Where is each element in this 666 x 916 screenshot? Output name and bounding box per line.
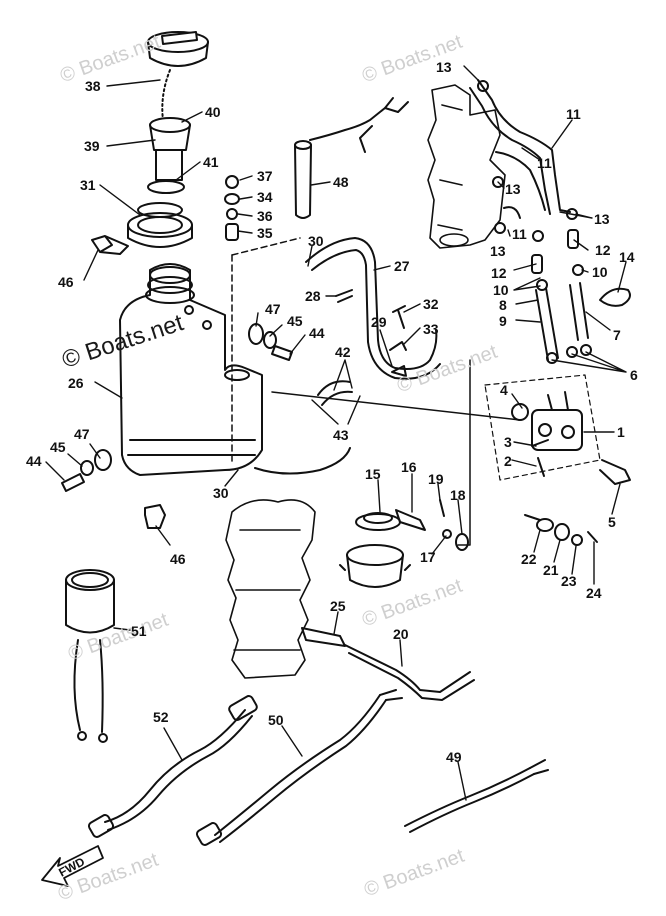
callout-3: 3 <box>504 434 512 450</box>
callout-46: 46 <box>58 274 74 290</box>
callout-30: 30 <box>213 485 229 501</box>
callout-32: 32 <box>423 296 439 312</box>
callout-30: 30 <box>308 233 324 249</box>
callout-44: 44 <box>26 453 42 469</box>
callout-52: 52 <box>153 709 169 725</box>
callout-47: 47 <box>74 426 90 442</box>
callout-11: 11 <box>512 226 527 242</box>
callout-42: 42 <box>335 344 351 360</box>
callout-20: 20 <box>393 626 409 642</box>
callout-44: 44 <box>309 325 325 341</box>
fuel-tank <box>119 263 263 476</box>
callout-47: 47 <box>265 301 281 317</box>
fuel-gauge-51 <box>65 569 115 743</box>
vent-valve-stack <box>224 175 240 241</box>
callout-10: 10 <box>493 282 509 298</box>
callout-8: 8 <box>499 297 507 313</box>
callout-49: 49 <box>446 749 462 765</box>
drain-fittings-lower <box>61 449 112 492</box>
callout-35: 35 <box>257 225 273 241</box>
callout-45: 45 <box>50 439 66 455</box>
callout-43: 43 <box>333 427 349 443</box>
filler-seal <box>127 202 193 248</box>
callout-45: 45 <box>287 313 303 329</box>
callout-13: 13 <box>436 59 452 75</box>
callout-38: 38 <box>85 78 101 94</box>
callout-10: 10 <box>592 264 608 280</box>
callout-13: 13 <box>505 181 521 197</box>
callout-31: 31 <box>80 177 96 193</box>
callout-13: 13 <box>490 243 506 259</box>
callout-28: 28 <box>305 288 321 304</box>
callout-13: 13 <box>594 211 610 227</box>
callout-7: 7 <box>613 327 621 343</box>
callout-6: 6 <box>630 367 638 383</box>
callout-39: 39 <box>84 138 100 154</box>
callout-9: 9 <box>499 313 507 329</box>
check-valves-12 <box>531 229 579 274</box>
callout-12: 12 <box>595 242 611 258</box>
callout-23: 23 <box>561 573 577 589</box>
callout-50: 50 <box>268 712 284 728</box>
callout-37: 37 <box>257 168 273 184</box>
drain-fittings-upper <box>248 323 293 361</box>
callout-29: 29 <box>371 314 387 330</box>
callout-34: 34 <box>257 189 273 205</box>
fuel-sender-48 <box>294 97 409 219</box>
callout-1: 1 <box>617 424 625 440</box>
callout-4: 4 <box>500 382 508 398</box>
callout-51: 51 <box>131 623 147 639</box>
callout-33: 33 <box>423 321 439 337</box>
callout-24: 24 <box>586 585 602 601</box>
callout-17: 17 <box>420 549 436 565</box>
callout-15: 15 <box>365 466 381 482</box>
callout-22: 22 <box>521 551 537 567</box>
filter-cup <box>339 544 411 588</box>
callout-5: 5 <box>608 514 616 530</box>
callout-25: 25 <box>330 598 346 614</box>
callout-12: 12 <box>491 265 507 281</box>
fuel-filter-15 <box>355 512 401 531</box>
callout-26: 26 <box>68 375 84 391</box>
callout-18: 18 <box>450 487 466 503</box>
callout-21: 21 <box>543 562 559 578</box>
callout-40: 40 <box>205 104 221 120</box>
engine-block-top <box>427 84 506 249</box>
engine-block-lower <box>225 499 316 679</box>
cap-adapter <box>149 117 191 181</box>
callout-14: 14 <box>619 249 635 265</box>
callout-11: 11 <box>537 155 552 171</box>
callout-27: 27 <box>394 258 410 274</box>
callout-11: 11 <box>566 106 581 122</box>
callout-36: 36 <box>257 208 273 224</box>
callout-16: 16 <box>401 459 417 475</box>
fuel-cap <box>147 31 209 67</box>
callout-41: 41 <box>203 154 219 170</box>
filter-stem-16 <box>395 509 426 531</box>
callout-48: 48 <box>333 174 349 190</box>
callout-19: 19 <box>428 471 444 487</box>
callout-2: 2 <box>504 453 512 469</box>
callout-46: 46 <box>170 551 186 567</box>
